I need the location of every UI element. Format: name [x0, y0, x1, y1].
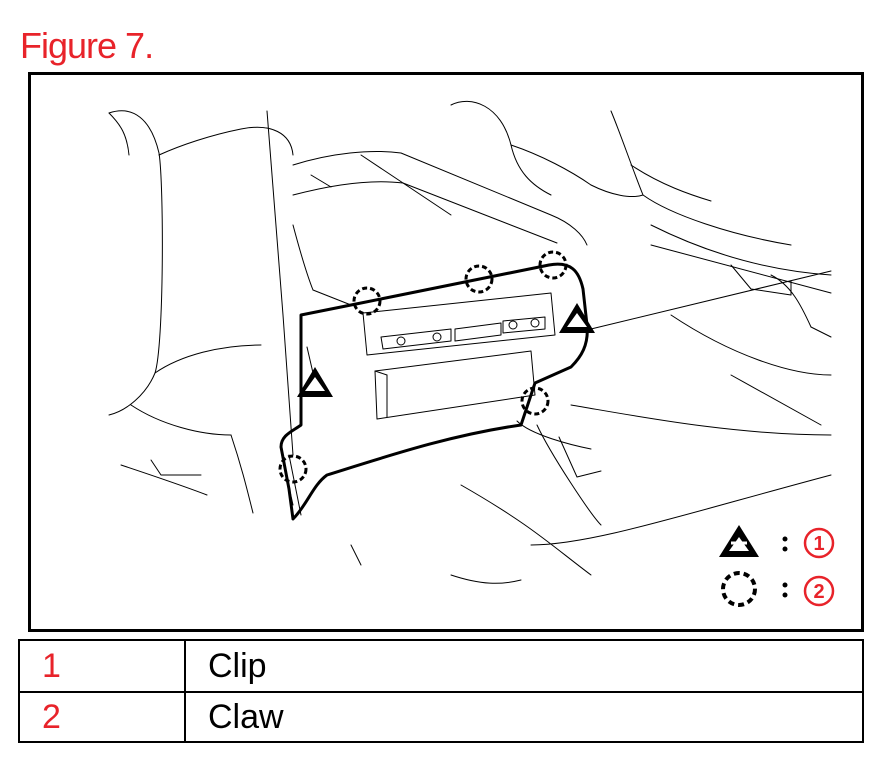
claw-marker-5	[278, 454, 308, 484]
right-seat-outline	[450, 100, 552, 196]
legend-name: Clip	[184, 639, 864, 693]
callout-1-circle	[803, 527, 835, 559]
legend-row: 1 Clip	[18, 639, 864, 693]
claw-marker-3	[538, 250, 568, 280]
legend-number: 1	[18, 639, 186, 693]
panel-outline	[279, 262, 589, 521]
callout-2-circle	[803, 575, 835, 607]
legend-name: Claw	[184, 691, 864, 743]
legend-row: 2 Claw	[18, 691, 864, 743]
lower-cubby	[374, 350, 536, 420]
vent-panel	[362, 292, 556, 356]
callout-2-number: 2	[813, 581, 824, 603]
figure-title: Figure 7.	[20, 25, 154, 66]
legend-table: 1 Clip 2 Claw	[18, 639, 864, 743]
diagram-frame: 1 2	[28, 72, 864, 632]
claw-marker-4	[520, 386, 550, 416]
dashed-triangle-icon	[719, 525, 759, 557]
console-illustration: 1 2	[108, 100, 835, 607]
console-top-outline	[292, 151, 588, 246]
left-seat-outline	[108, 110, 163, 416]
callout-1-number: 1	[813, 533, 824, 555]
legend-number: 2	[18, 691, 186, 743]
claw-marker-2	[464, 264, 494, 294]
claw-marker-1	[352, 286, 382, 316]
dashed-circle-icon	[721, 571, 757, 607]
